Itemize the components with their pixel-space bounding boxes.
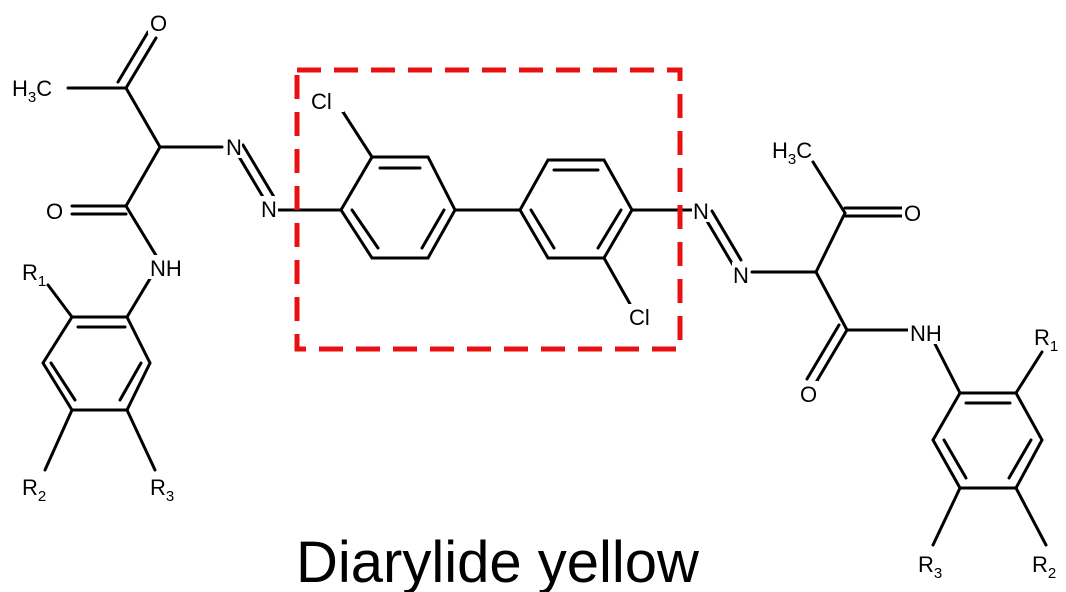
bond-co-ch [124,86,162,149]
bond-ch-co-right [814,211,847,274]
bond-amide-c-nh [124,204,162,264]
bond-c-ketone-o [124,36,158,90]
azo-nitrogen-1-left: N [226,135,242,160]
r1-label-right: R1 [1034,325,1058,355]
bond-right-ring-r2 [1014,486,1048,547]
amide-oxygen-left: O [46,199,63,224]
amide-nh-left: NH [150,256,182,281]
bond-left-ring-r3 [125,408,157,472]
chlorine-right: Cl [629,305,650,330]
bond-cl-left [341,110,374,159]
ketone-oxygen-right: O [904,201,921,226]
bond-ketone-c-ch3-right [811,160,847,215]
bond-c-ketone-o-double [116,30,150,84]
bond-cl-right [602,256,632,306]
right-aryl-ring-double-3 [942,438,968,480]
bond-nh-ring-right [932,340,962,395]
biphenyl-ring-right [518,158,634,260]
ketone-oxygen-left: O [150,11,167,36]
bond-azo-n-n-left [233,148,268,204]
r1-label-left: R1 [22,260,46,290]
biphenyl-left-double-2 [350,208,380,250]
r3-label-right: R3 [918,552,942,582]
r3-label-left: R3 [150,475,174,505]
methyl-label-right: H3C [772,138,812,168]
biphenyl-ring-left [339,155,457,260]
caption-title: Diarylide yellow [296,530,700,592]
biphenyl-left-double-3 [420,208,446,250]
bond-right-ring-r3 [931,486,962,547]
bond-amide-c-o-right-double [805,323,841,381]
chlorine-left: Cl [311,89,332,114]
bond-azo-n-n-right [702,214,735,267]
bond-left-ring-r1 [46,283,74,319]
left-aryl-ring-double-3 [118,361,143,402]
biphenyl-right-double-2 [529,208,556,250]
biphenyl-right-double-3 [596,208,623,250]
azo-nitrogen-2-left: N [261,197,277,222]
r2-label-right: R2 [1032,552,1056,582]
azo-nitrogen-1-right: N [693,199,709,224]
left-aryl-ring [41,315,152,412]
azo-nitrogen-2-right: N [733,263,749,288]
amide-nh-right: NH [910,321,942,346]
atom-labels: H3C O N N O NH R1 R2 R3 Cl Cl N N H3C O … [12,10,1058,582]
bond-ch-amide-c [124,145,162,208]
bond-ch-amide-c-right [814,270,849,332]
methyl-label-left: H3C [12,76,52,106]
left-aryl-ring-double-2 [49,361,77,402]
bond-right-ring-r1 [1014,350,1044,395]
amide-oxygen-right: O [800,382,817,407]
right-aryl-ring [931,391,1044,490]
bond-azo-n-n-right-double [710,209,743,262]
right-aryl-ring-double-2 [1007,438,1033,480]
bonds [41,30,1048,547]
bond-left-ring-r2 [43,408,74,472]
highlight-box [294,67,683,352]
bond-amide-c-o-right [813,328,849,386]
bond-azo-n-n-left-double [241,143,276,199]
r2-label-left: R2 [22,475,46,505]
